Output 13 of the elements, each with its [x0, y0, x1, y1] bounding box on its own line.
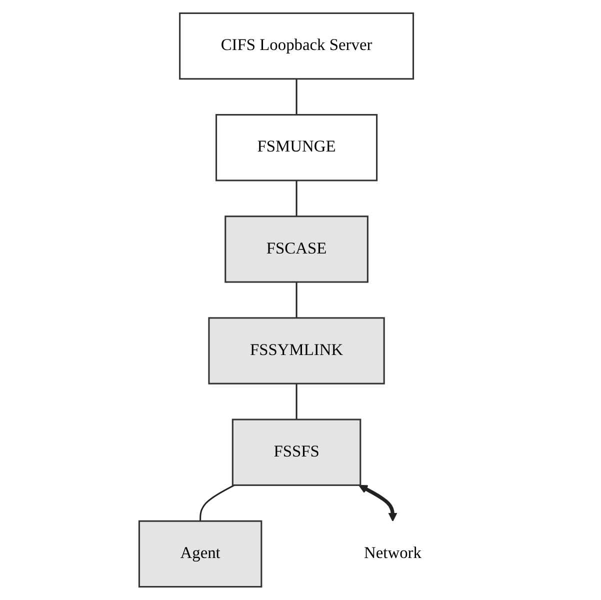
node-text: Network: [364, 544, 422, 562]
node-box: FSSYMLINK: [208, 317, 384, 384]
node-box: Agent: [138, 520, 262, 588]
connector: [199, 484, 234, 522]
node-box: CIFS Loopback Server: [178, 12, 414, 80]
node-box: FSCASE: [224, 216, 368, 283]
connector: [295, 282, 297, 318]
arrow: [358, 484, 397, 522]
node-box: FSSFS: [232, 418, 361, 486]
node-box: FSMUNGE: [215, 114, 378, 182]
connector: [295, 384, 297, 420]
connector: [295, 78, 297, 115]
connector: [295, 180, 297, 216]
